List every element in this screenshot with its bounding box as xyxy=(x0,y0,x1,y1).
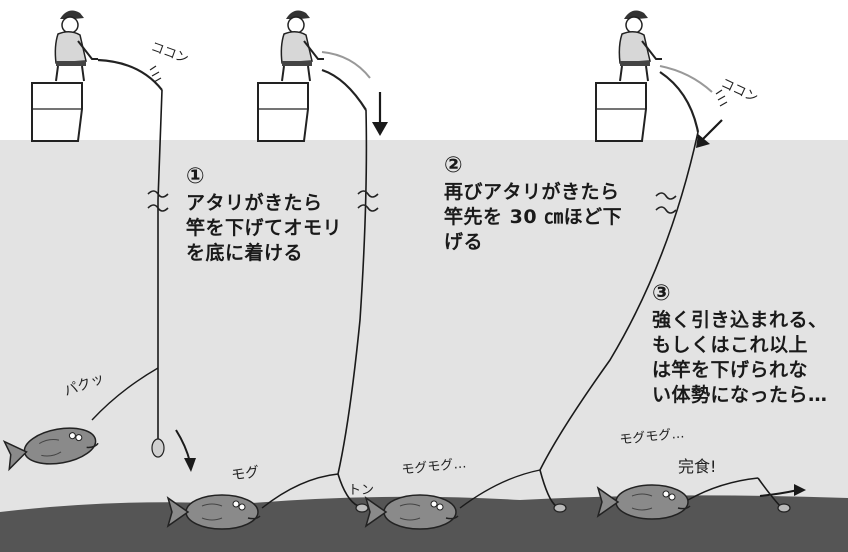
step-3-line: は竿を下げられな xyxy=(652,359,809,381)
sfx-mogumogu-2: モグモグ… xyxy=(619,426,685,448)
step-3-caption: ③ 強く引き込まれる、 もしくはこれ以上 は竿を下げられな い体勢になったら… xyxy=(652,280,828,408)
step-2-line: げる xyxy=(444,231,484,253)
sinker-2 xyxy=(355,503,369,513)
step-1-line: 竿を下げてオモリ xyxy=(186,217,343,239)
step-3-line: い体勢になったら… xyxy=(652,384,828,406)
step-3-line: もしくはこれ以上 xyxy=(652,334,809,356)
fishing-line-4 xyxy=(757,477,781,507)
sinker-4 xyxy=(777,503,791,513)
step-2-caption: ② 再びアタリがきたら 竿先を 30 ㎝ほど下 げる xyxy=(444,152,622,255)
branch-line-4 xyxy=(687,477,759,501)
down-arrow-icon xyxy=(372,92,388,136)
water-area xyxy=(0,140,848,552)
angler-scene-2 xyxy=(257,9,371,142)
sfx-ton: トン xyxy=(348,483,374,498)
branch-line-1 xyxy=(91,367,159,421)
step-2-line: 竿先を 30 ㎝ほど下 xyxy=(444,206,623,228)
sfx-kokon-1: ココン xyxy=(149,40,191,67)
fishing-line-1 xyxy=(157,89,163,440)
angler-scene-1 xyxy=(31,9,163,142)
sinker-3 xyxy=(553,503,567,513)
fishing-line-2 xyxy=(337,109,368,507)
step-3-number: ③ xyxy=(652,281,672,306)
fishing-line-3 xyxy=(539,131,699,507)
branch-line-3 xyxy=(459,469,541,509)
step-2-number: ② xyxy=(444,153,464,178)
step-1-line: アタリがきたら xyxy=(186,192,323,214)
step-2-line: 再びアタリがきたら xyxy=(444,181,620,203)
step-1-number: ① xyxy=(186,164,206,189)
angler-scene-3 xyxy=(595,9,713,142)
line-break-marks xyxy=(147,190,677,214)
step-1-caption: ① アタリがきたら 竿を下げてオモリ を底に着ける xyxy=(186,163,342,266)
sfx-mogumogu-1: モグモグ… xyxy=(401,456,467,478)
sinker-1 xyxy=(151,438,165,458)
sfx-kanshoku: 完食! xyxy=(678,457,716,476)
fall-arrow-icon xyxy=(175,429,196,472)
step-3-line: 強く引き込まれる、 xyxy=(652,309,828,331)
sfx-mogu: モグ xyxy=(230,464,260,484)
step-1-line: を底に着ける xyxy=(186,242,304,264)
diagonal-arrow-icon xyxy=(696,119,723,148)
right-arrow-icon xyxy=(759,484,806,497)
branch-line-2 xyxy=(261,473,339,509)
sfx-kokon-2: ココン xyxy=(718,76,760,106)
vibration-marks xyxy=(149,65,728,107)
